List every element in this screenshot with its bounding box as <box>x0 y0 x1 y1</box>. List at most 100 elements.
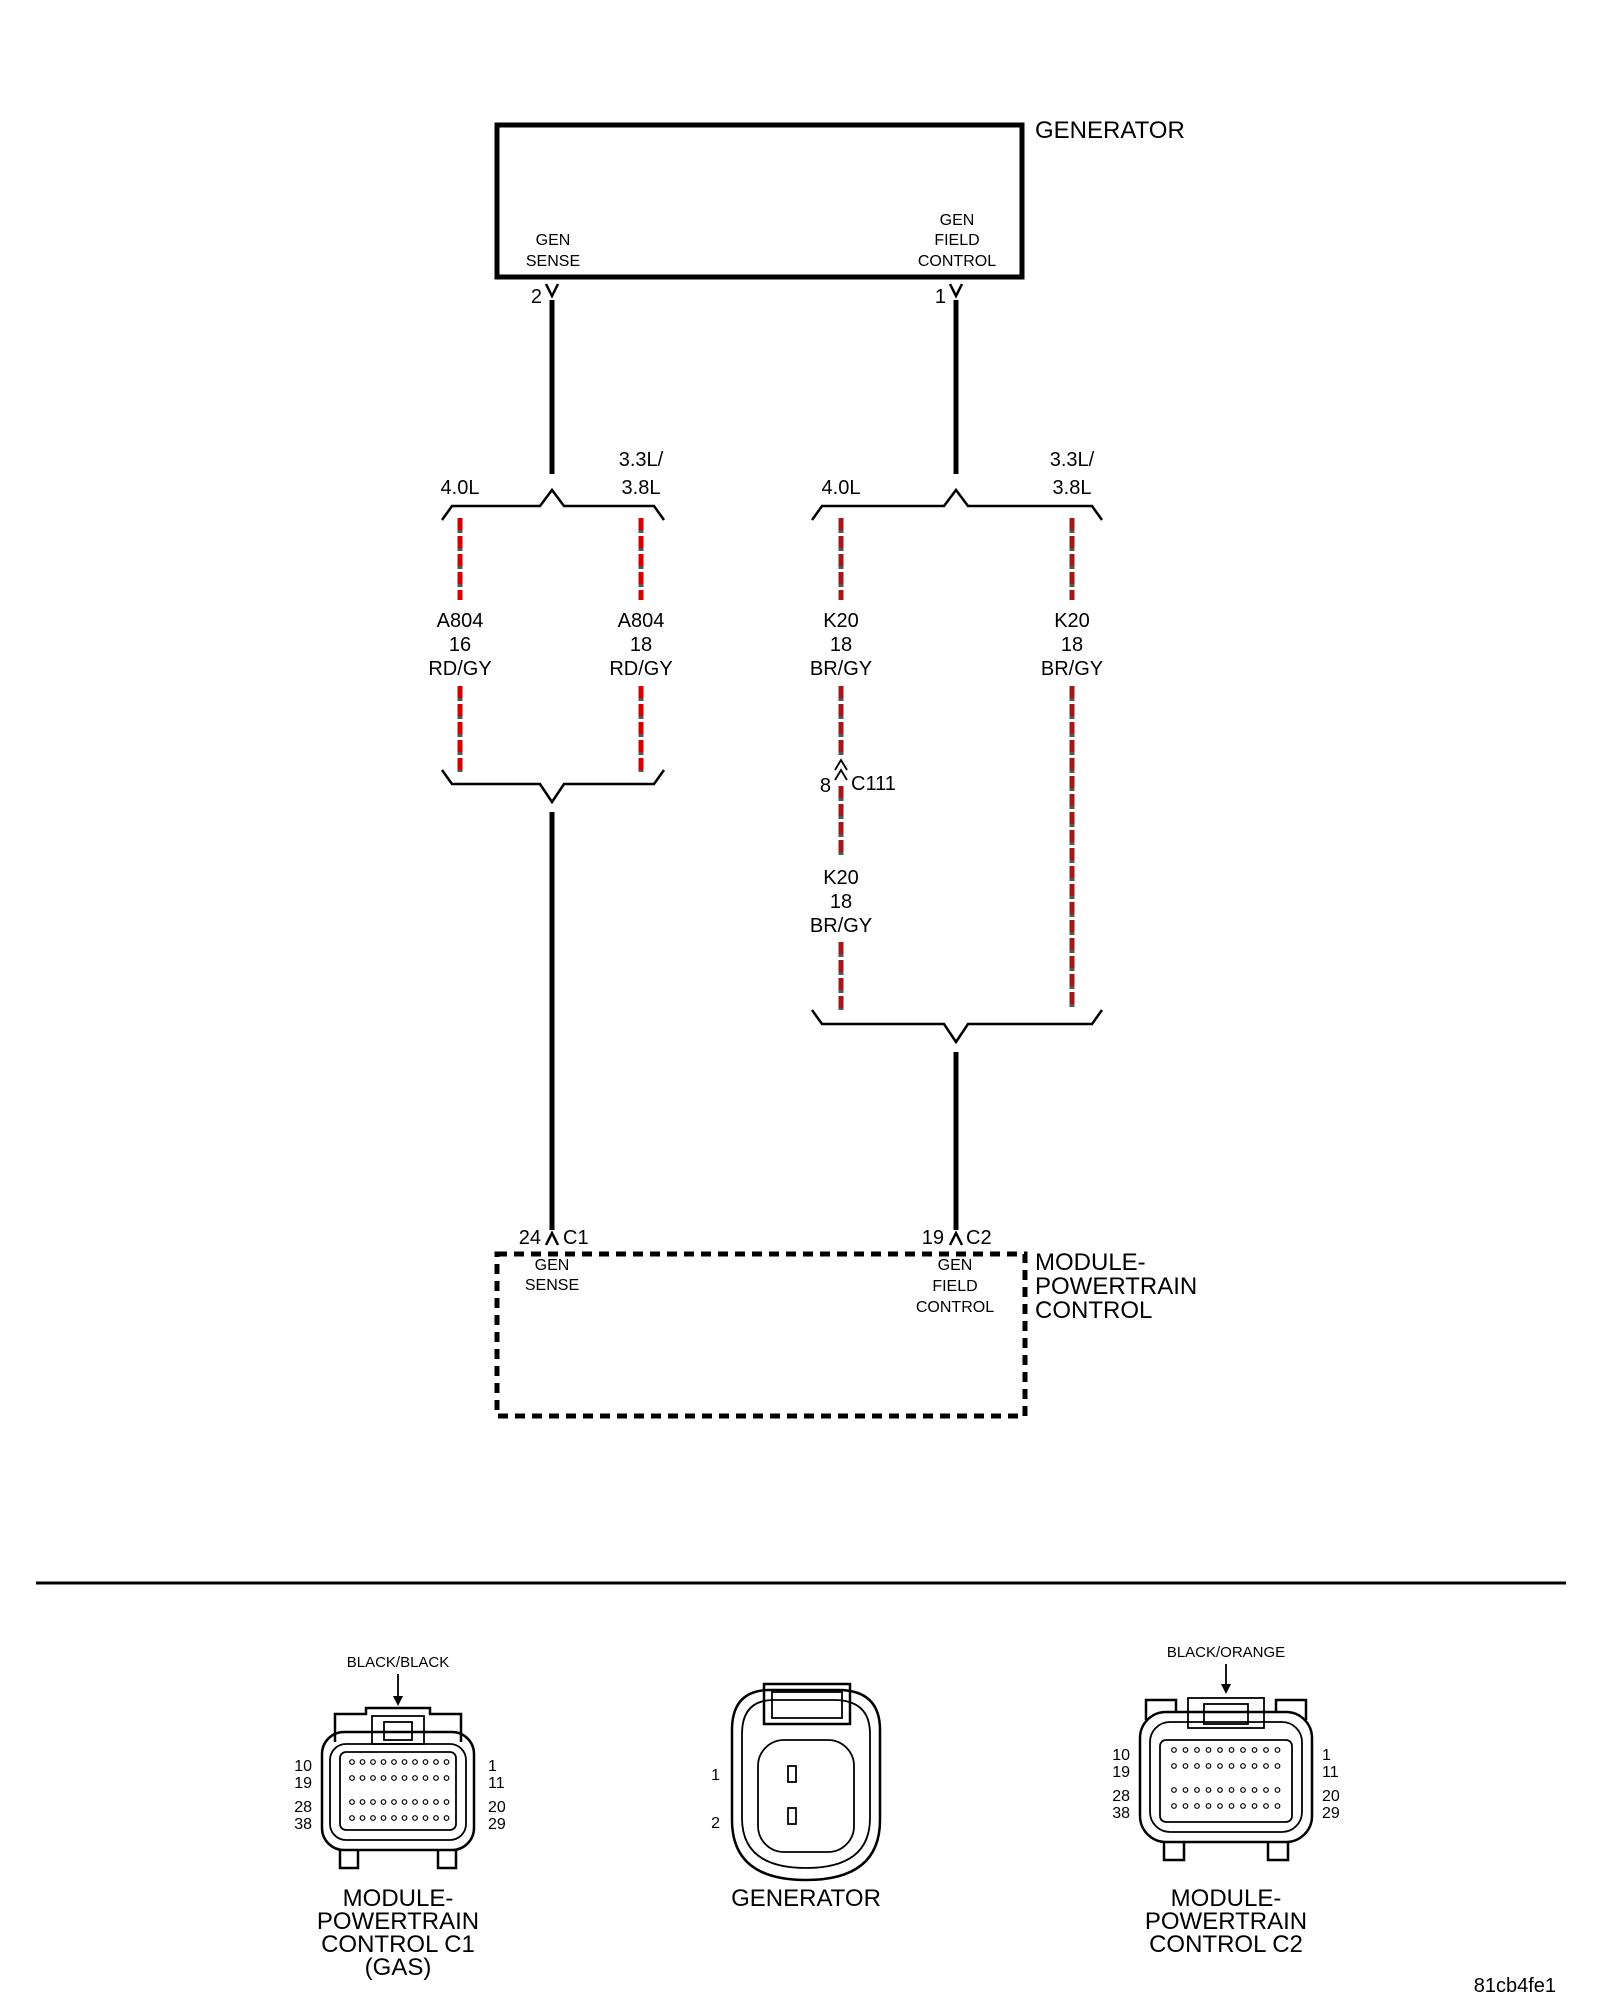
pin-cavity <box>370 1799 376 1805</box>
gen-pin-1-marker <box>948 283 964 299</box>
c2-caption-2: POWERTRAIN <box>1145 1908 1307 1935</box>
c1-feet <box>338 1850 458 1870</box>
pcm-c1-connector: C1 <box>563 1227 589 1249</box>
pin-cavity <box>391 1759 397 1765</box>
c2-right-pin-1: 1 <box>1322 1747 1331 1764</box>
pin-cavity <box>1240 1787 1246 1793</box>
connector-c2-view: BLACK/ORANGE 10 19 28 38 1 11 20 29 MODU… <box>1112 1644 1340 1958</box>
pin-cavity <box>1274 1747 1281 1753</box>
pin-cavity <box>422 1775 429 1781</box>
wire-k20-40-lower-gauge: 18 <box>830 891 852 913</box>
c1-caption-3: CONTROL C1 <box>321 1931 475 1958</box>
pin-cavity <box>391 1799 397 1805</box>
pin-cavity <box>1228 1763 1235 1769</box>
pin-cavity <box>1274 1763 1281 1769</box>
pcm-c2-pin-marker <box>948 1230 964 1246</box>
pin-cavity <box>1228 1787 1235 1793</box>
wire-a804-33-gauge: 18 <box>630 634 652 656</box>
c1-left-pin-38: 38 <box>294 1816 312 1833</box>
pin-cavity <box>1263 1763 1269 1769</box>
pin-cavity <box>422 1799 429 1805</box>
c2-color-label: BLACK/ORANGE <box>1167 1644 1285 1661</box>
c111-marker-female <box>834 758 848 771</box>
c2-left-pin-10: 10 <box>1112 1747 1130 1764</box>
pin-cavity <box>380 1759 387 1765</box>
c111-connector-name: C111 <box>851 773 896 795</box>
wire-k20-33-gauge: 18 <box>1061 634 1083 656</box>
gen-sense-label-2: SENSE <box>526 253 580 270</box>
pin-cavity <box>1182 1763 1189 1769</box>
gen-conn-inner-shell <box>741 1699 871 1869</box>
pin-cavity <box>433 1759 439 1765</box>
pin-cavity <box>1182 1747 1189 1753</box>
pin-cavity <box>443 1799 450 1805</box>
wire-a804-40-color: RD/GY <box>428 658 491 680</box>
c2-left-pin-28: 28 <box>1112 1788 1130 1805</box>
c2-left-pin-19: 19 <box>1112 1764 1130 1781</box>
c1-caption-1: MODULE- <box>343 1885 454 1912</box>
split-right-40: 4.0L <box>822 477 861 499</box>
split-right-33-line1: 3.3L/ <box>1050 449 1095 471</box>
pin-cavity <box>1194 1803 1200 1809</box>
pcm-gen-field-3: CONTROL <box>916 1299 994 1316</box>
pin-cavity <box>359 1759 366 1765</box>
gen-field-label-3: CONTROL <box>918 253 996 270</box>
pin-cavity <box>1217 1787 1223 1793</box>
c2-right-pin-11: 11 <box>1322 1764 1339 1781</box>
pin-cavity <box>391 1815 397 1821</box>
gen-field-label-1: GEN <box>940 212 975 229</box>
pin-cavity <box>1171 1803 1177 1809</box>
c2-right-pin-29: 29 <box>1322 1805 1340 1822</box>
c1-right-pin-11: 11 <box>488 1775 505 1792</box>
split-left-40: 4.0L <box>441 477 480 499</box>
pin-cavity <box>349 1759 355 1765</box>
c1-latch-top <box>333 1706 463 1742</box>
pin-cavity <box>1182 1787 1189 1793</box>
wire-k20-33-code: K20 <box>1054 610 1090 632</box>
wire-k20-40-lower-color: BR/GY <box>810 915 872 937</box>
wire-k20-40-lower-code: K20 <box>823 867 859 889</box>
pin-cavity <box>1171 1787 1177 1793</box>
c2-lock-tab <box>1187 1697 1265 1729</box>
pin-cavity <box>1251 1787 1258 1793</box>
pin-cavity <box>1205 1747 1212 1753</box>
pin-cavity <box>1205 1763 1212 1769</box>
pin-cavity <box>349 1775 355 1781</box>
pin-cavity <box>433 1799 439 1805</box>
c2-outer-shell <box>1138 1710 1314 1844</box>
gen-pin-1-number: 1 <box>935 286 946 308</box>
pin-cavity <box>1251 1747 1258 1753</box>
pin-cavity <box>1263 1787 1269 1793</box>
pin-cavity <box>1228 1747 1235 1753</box>
c2-caption-1: MODULE- <box>1171 1885 1282 1912</box>
pcm-c1-pin-marker <box>544 1230 560 1246</box>
pin-cavity <box>1194 1763 1200 1769</box>
split-left-33-line1: 3.3L/ <box>619 449 664 471</box>
gen-conn-pin-1-label: 1 <box>711 1767 720 1784</box>
wire-k20-33-color: BR/GY <box>1041 658 1103 680</box>
merge-brace-left-bottom <box>440 769 666 805</box>
pin-cavity <box>1263 1803 1269 1809</box>
c2-caption-3: CONTROL C2 <box>1149 1931 1303 1958</box>
c1-lock-tab <box>371 1715 425 1745</box>
pcm-title-2: POWERTRAIN <box>1035 1273 1197 1300</box>
c2-right-pin-20: 20 <box>1322 1788 1340 1805</box>
c2-latch-top <box>1144 1698 1308 1720</box>
pin-cavity <box>380 1815 387 1821</box>
pin-cavity <box>422 1759 429 1765</box>
pin-cavity <box>1217 1763 1223 1769</box>
pin-cavity <box>412 1759 418 1765</box>
pin-cavity <box>1228 1803 1235 1809</box>
generator-title: GENERATOR <box>1035 117 1185 144</box>
c1-left-pin-28: 28 <box>294 1799 312 1816</box>
gen-conn-cavity <box>757 1739 855 1853</box>
wire-a804-33-color: RD/GY <box>609 658 672 680</box>
c111-pin-number: 8 <box>820 775 831 797</box>
pin-cavity <box>1217 1803 1223 1809</box>
pcm-title-3: CONTROL <box>1035 1297 1152 1324</box>
c2-left-pin-38: 38 <box>1112 1805 1130 1822</box>
pin-cavity <box>1171 1763 1177 1769</box>
gen-conn-latch <box>762 1682 852 1726</box>
pin-cavity <box>359 1775 366 1781</box>
c2-pin-grid <box>1171 1747 1281 1809</box>
